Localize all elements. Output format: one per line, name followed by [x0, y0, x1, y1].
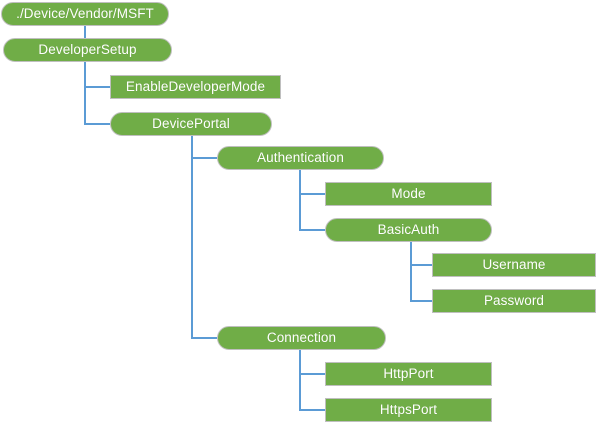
node-label-password: Password: [483, 293, 545, 309]
node-label-enable-developer-mode: EnableDeveloperMode: [125, 79, 266, 95]
node-password[interactable]: Password: [432, 289, 596, 313]
node-authentication[interactable]: Authentication: [217, 146, 384, 170]
node-device-portal[interactable]: DevicePortal: [110, 112, 272, 136]
node-label-mode: Mode: [391, 186, 426, 202]
connector-device-portal-to-connection: [191, 158, 217, 339]
node-label-root: ./Device/Vendor/MSFT: [16, 6, 154, 22]
node-enable-developer-mode[interactable]: EnableDeveloperMode: [110, 75, 281, 99]
connector-connection-to-https-port: [299, 374, 325, 411]
node-root[interactable]: ./Device/Vendor/MSFT: [1, 2, 169, 26]
node-http-port[interactable]: HttpPort: [325, 362, 492, 386]
connector-basic-auth-to-password: [410, 265, 432, 302]
node-mode[interactable]: Mode: [325, 182, 492, 206]
node-label-device-portal: DevicePortal: [152, 116, 230, 132]
node-basic-auth[interactable]: BasicAuth: [325, 218, 492, 242]
node-label-connection: Connection: [266, 330, 337, 346]
node-label-https-port: HttpsPort: [379, 402, 438, 418]
node-label-username: Username: [482, 257, 546, 273]
node-label-developer-setup: DeveloperSetup: [38, 42, 137, 58]
node-https-port[interactable]: HttpsPort: [325, 398, 492, 422]
connector-developer-setup-to-device-portal: [84, 87, 110, 125]
node-developer-setup[interactable]: DeveloperSetup: [3, 38, 172, 62]
node-label-authentication: Authentication: [257, 150, 344, 166]
node-username[interactable]: Username: [432, 253, 596, 277]
node-connection[interactable]: Connection: [217, 326, 386, 350]
node-label-http-port: HttpPort: [383, 366, 434, 382]
connector-authentication-to-basic-auth: [299, 194, 325, 231]
node-label-basic-auth: BasicAuth: [377, 222, 440, 238]
